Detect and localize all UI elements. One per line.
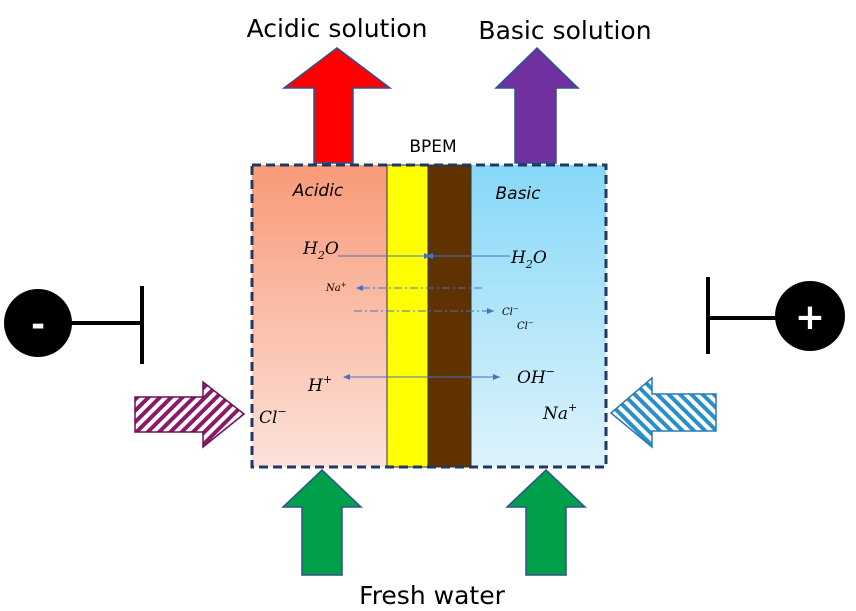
negative-electrode-icon (4, 289, 72, 357)
oh-minus-label: OH− (517, 365, 555, 388)
fresh-water-arrow-left (281, 468, 363, 576)
right-inflow-arrow (609, 376, 717, 449)
positive-electrode-icon (775, 281, 845, 351)
cell-outline (250, 163, 608, 469)
basic-chamber-label: Basic (495, 184, 541, 204)
bpem-cation-layer (386, 164, 429, 468)
na-plus-label: Na+ (542, 401, 577, 424)
h-plus-label: H+ (307, 373, 332, 396)
basic-solution-label: Basic solution (478, 16, 651, 45)
bpem-label: BPEM (409, 137, 456, 157)
left-inflow-arrow (134, 380, 246, 449)
negative-sign: - (31, 305, 45, 345)
basic-output-arrow (494, 46, 580, 164)
positive-sign: + (795, 297, 825, 338)
acidic-solution-label: Acidic solution (247, 14, 428, 43)
fresh-water-label: Fresh water (359, 581, 505, 610)
fresh-water-arrow-right (505, 468, 587, 576)
na-small-label: Na+ (325, 281, 347, 294)
cl-minus-label: Cl− (259, 405, 287, 428)
basic-chamber (471, 165, 606, 467)
acidic-chamber (252, 165, 387, 467)
cl-small-label-2: Cl− (517, 319, 534, 332)
acidic-output-arrow (281, 47, 393, 164)
h2o-left-label: H2O (302, 239, 339, 262)
cl-small-label-1: Cl− (502, 305, 519, 318)
h2o-right-label: H2O (510, 248, 547, 271)
acidic-chamber-label: Acidic (292, 181, 344, 201)
bpem-anion-layer (427, 164, 472, 468)
